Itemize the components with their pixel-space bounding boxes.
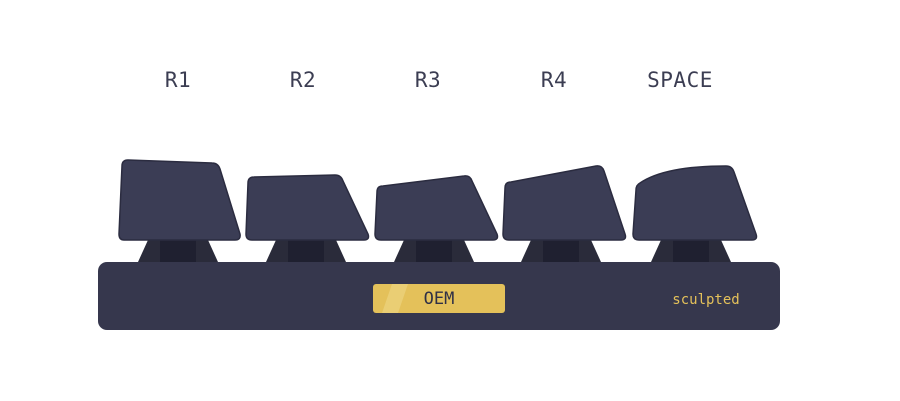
row-label-r4: R4 [540, 68, 568, 92]
switch-stems [138, 240, 731, 262]
keycap-r1 [118, 159, 241, 241]
stem-r3 [394, 240, 474, 262]
keycap-space [632, 165, 758, 241]
keycap-r2 [245, 174, 370, 241]
row-label-space: SPACE [647, 68, 713, 92]
stem-r2 [266, 240, 346, 262]
stem-space [651, 240, 731, 262]
keycaps [118, 159, 758, 241]
oem-badge [373, 284, 505, 313]
row-label-r1: R1 [164, 68, 192, 92]
keycap-r3 [374, 175, 499, 241]
stem-r4 [521, 240, 601, 262]
sculpted-label: sculpted [672, 292, 739, 308]
stem-r1 [138, 240, 218, 262]
row-label-r3: R3 [414, 68, 442, 92]
row-label-r2: R2 [289, 68, 317, 92]
oem-badge-label: OEM [424, 289, 455, 309]
keycap-r4 [502, 165, 627, 241]
